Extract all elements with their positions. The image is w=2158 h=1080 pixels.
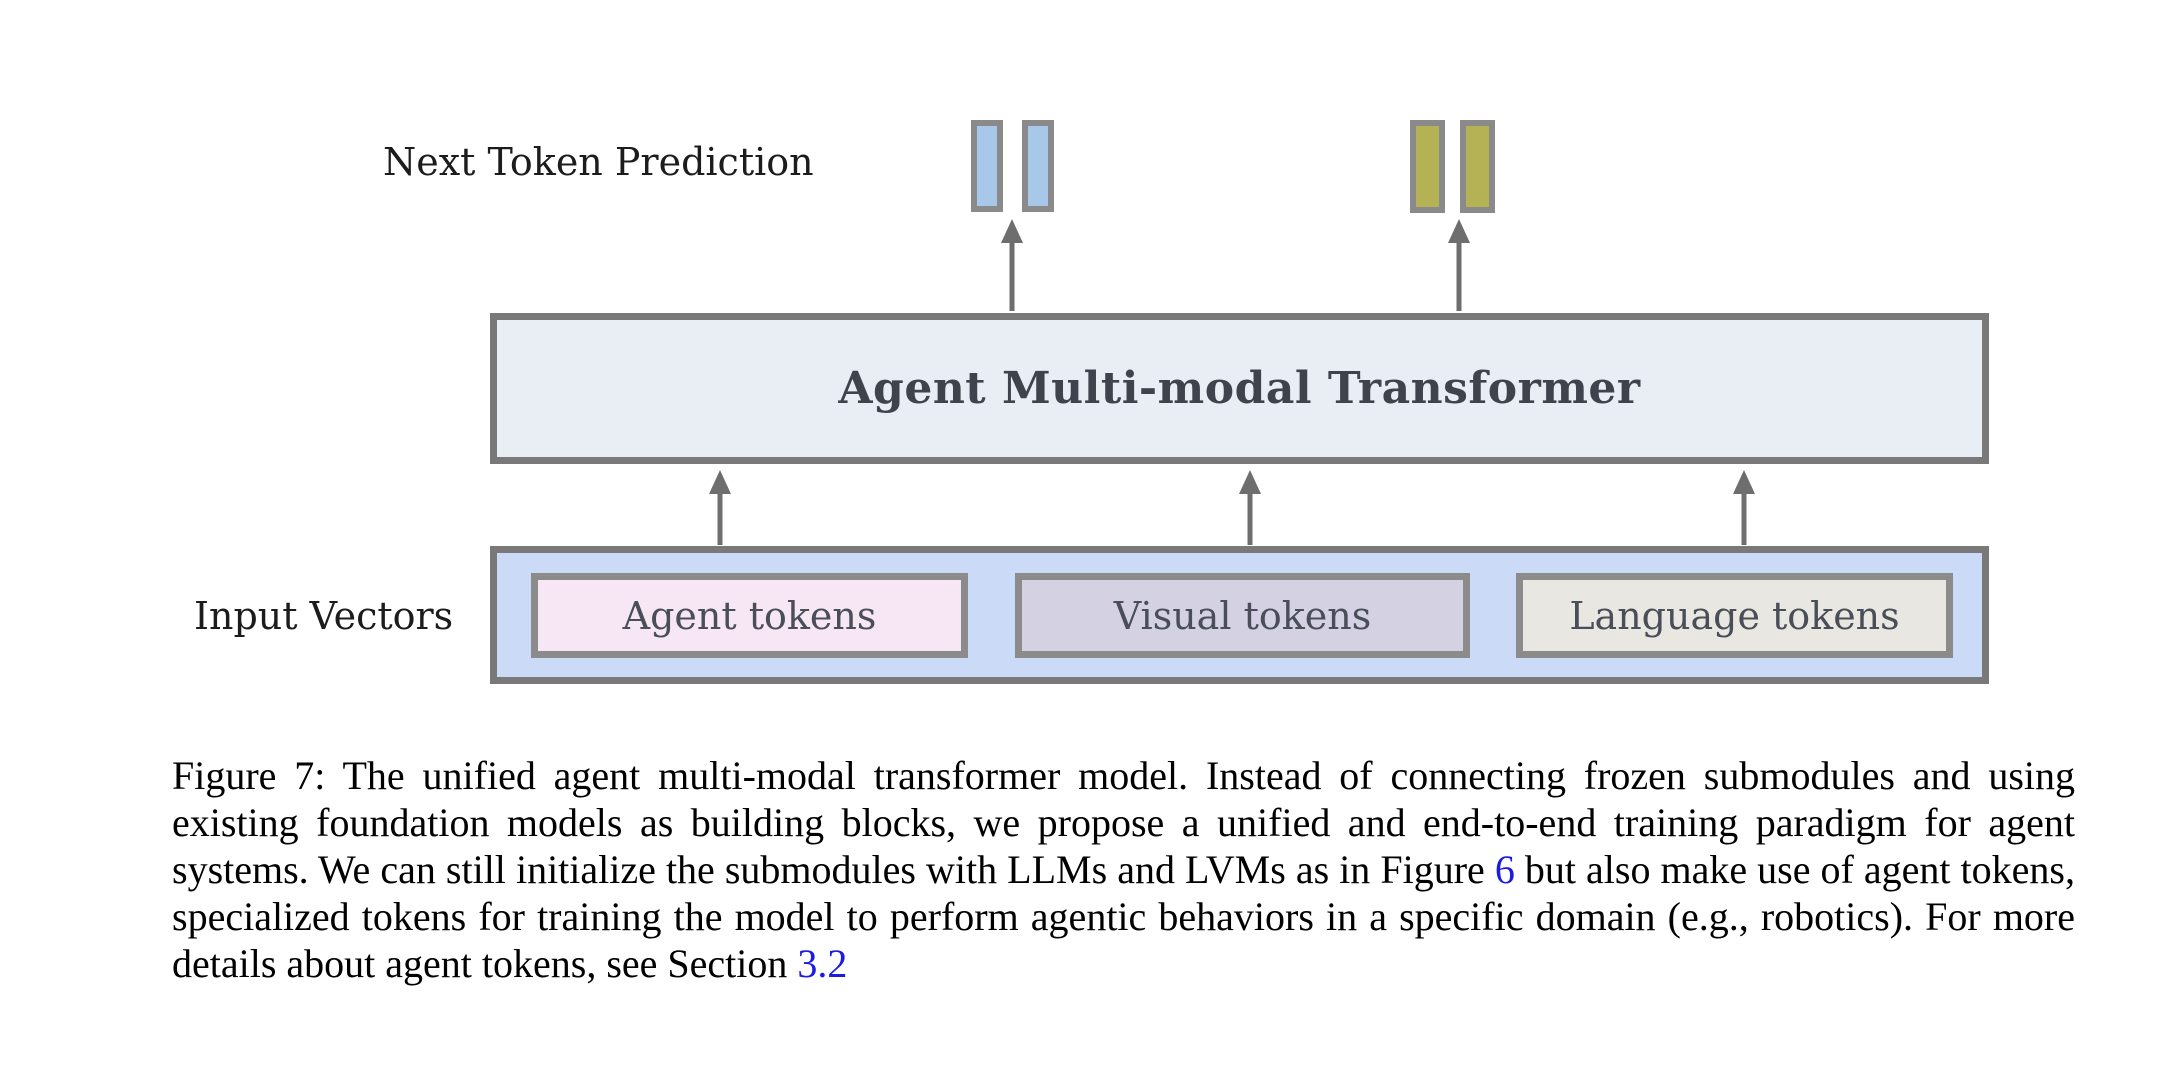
arrow-up-output-right [1448, 219, 1470, 311]
predicted-token-bar-blue-1 [971, 120, 1003, 212]
token-box-agent: Agent tokens [531, 573, 968, 658]
predicted-token-bar-olive-1 [1410, 120, 1445, 213]
arrow-up-output-left [1001, 219, 1023, 311]
figure-caption: Figure 7: The unified agent multi-modal … [172, 752, 2075, 987]
arrow-up-input-right [1733, 470, 1755, 545]
transformer-label: Agent Multi-modal Transformer [838, 363, 1641, 414]
token-box-language: Language tokens [1516, 573, 1953, 658]
arrow-up-input-middle [1239, 470, 1261, 545]
arrow-up-input-left [709, 470, 731, 545]
caption-text-2: but also make use of agent tokens, speci… [172, 847, 2075, 986]
label-input-vectors: Input Vectors [194, 594, 454, 638]
section-3-2-link[interactable]: 3.2 [797, 941, 848, 986]
label-next-token-prediction: Next Token Prediction [383, 140, 814, 184]
token-label-visual: Visual tokens [1113, 593, 1372, 638]
token-label-agent: Agent tokens [622, 593, 877, 638]
caption-text-1: Figure 7: The unified agent multi-modal … [172, 753, 2075, 892]
predicted-token-bar-olive-2 [1460, 120, 1495, 213]
predicted-token-bar-blue-2 [1022, 120, 1054, 212]
transformer-box: Agent Multi-modal Transformer [490, 313, 1989, 464]
figure-6-link[interactable]: 6 [1494, 847, 1515, 892]
token-box-visual: Visual tokens [1015, 573, 1470, 658]
token-label-language: Language tokens [1569, 593, 1900, 638]
